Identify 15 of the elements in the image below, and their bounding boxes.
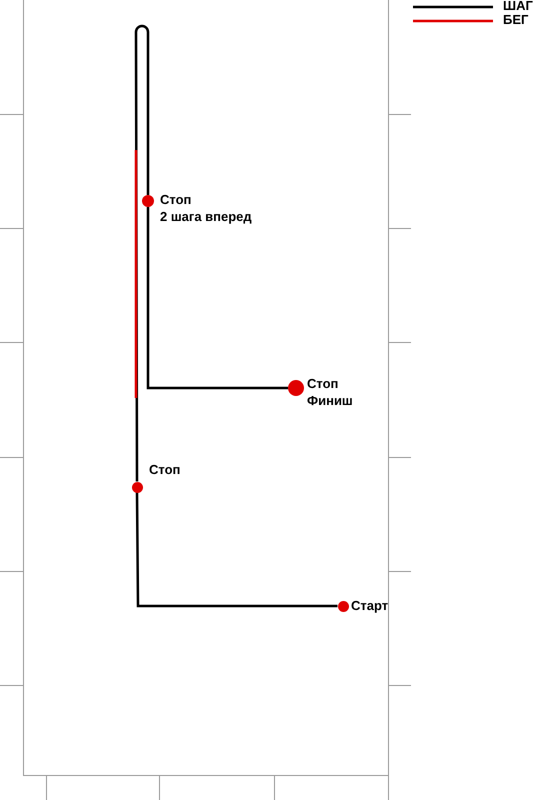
stop-point-marker <box>142 195 154 207</box>
point-label: Стоп <box>149 462 180 478</box>
point-label: Финиш <box>307 393 353 409</box>
stop-point-marker <box>338 600 348 612</box>
legend-label: БЕГ <box>503 12 528 28</box>
point-label: Старт <box>351 598 388 614</box>
route-line <box>146 207 288 390</box>
route-line <box>136 492 338 608</box>
point-label: 2 шага вперед <box>160 209 252 225</box>
stop-point-marker <box>288 380 304 396</box>
legend-label: ШАГ <box>503 0 533 14</box>
stop-point-marker <box>132 482 142 492</box>
point-label: Стоп <box>160 192 192 208</box>
point-label: Стоп <box>307 376 338 392</box>
route-line <box>134 24 150 482</box>
